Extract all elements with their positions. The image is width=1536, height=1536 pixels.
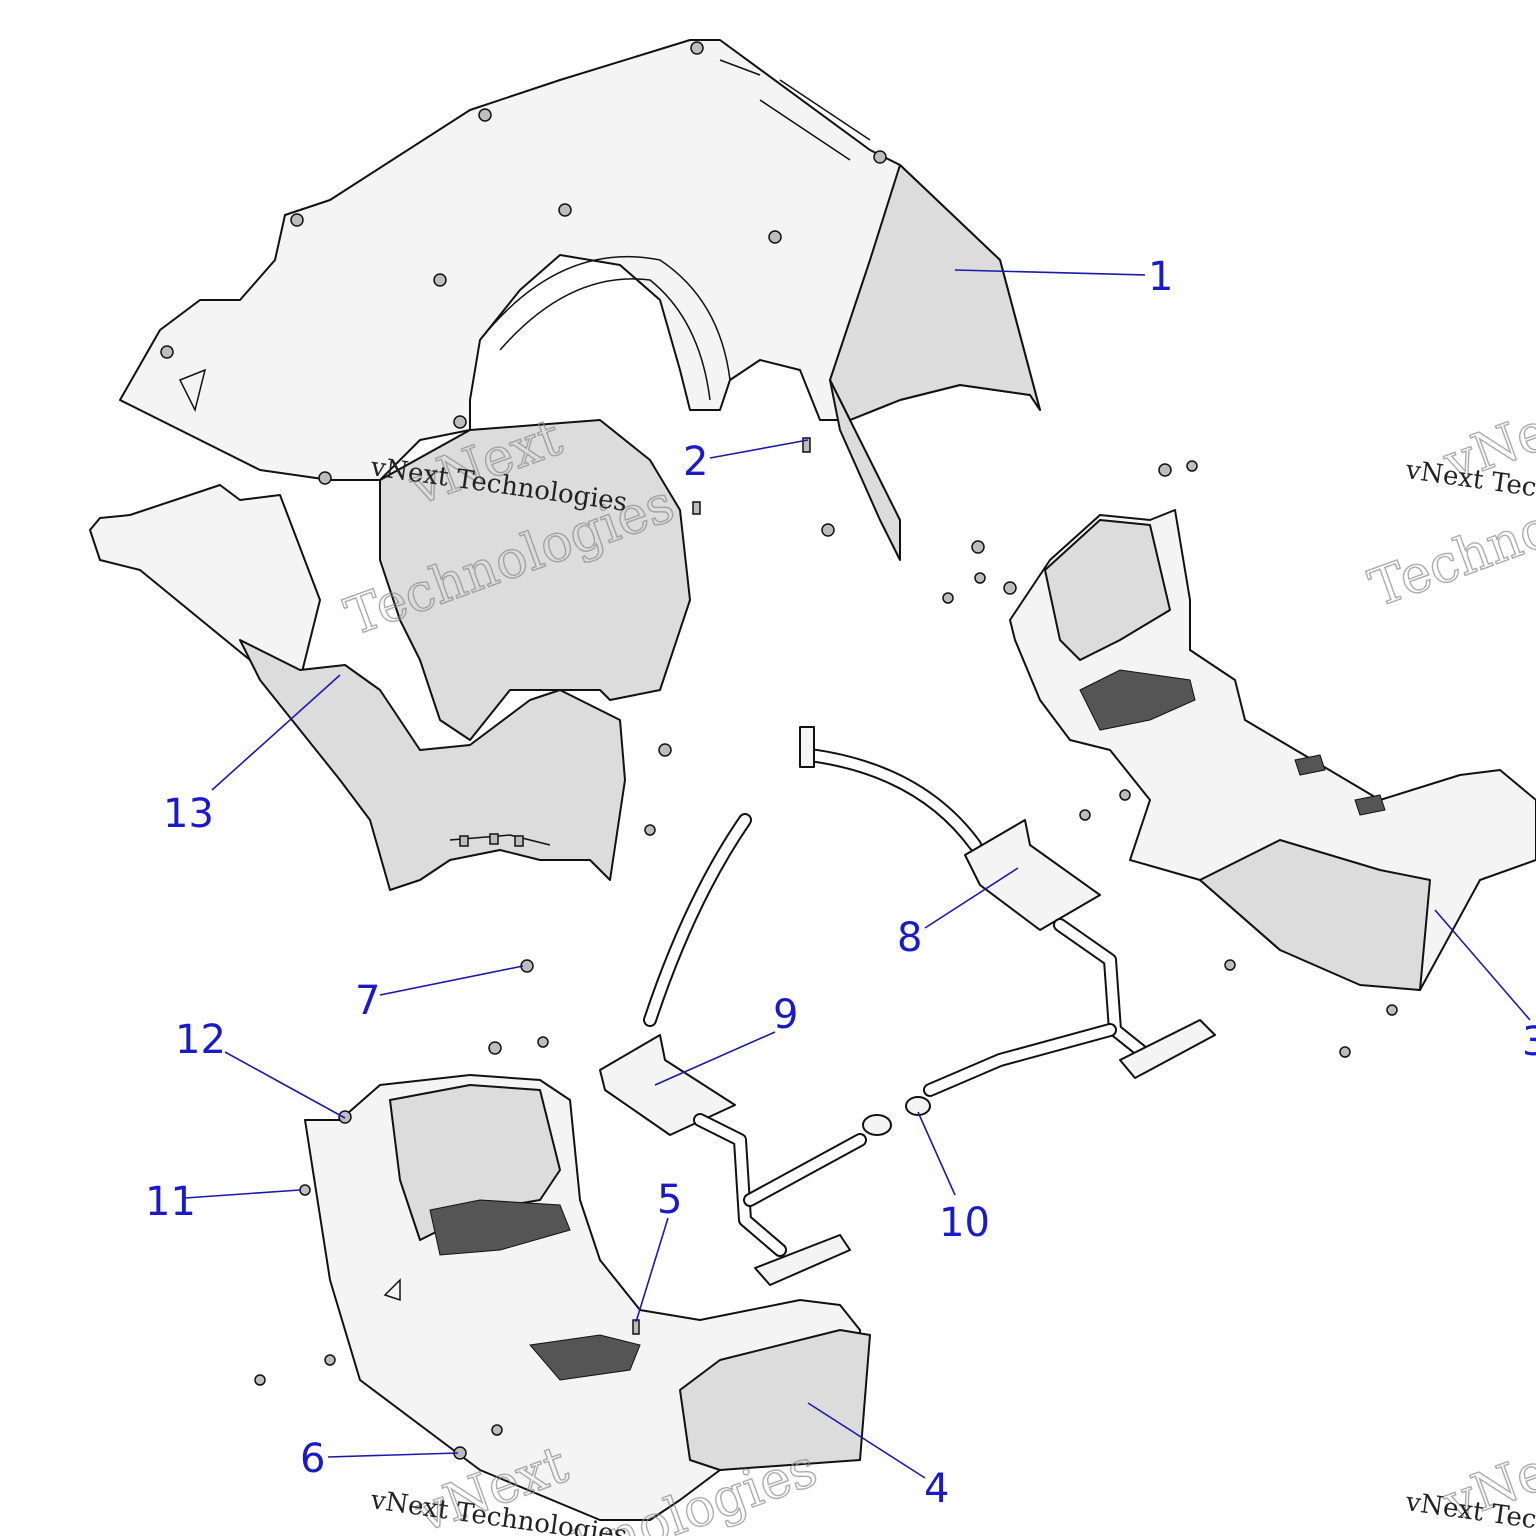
- callout-6: 6: [300, 1436, 325, 1482]
- leader-10: [917, 1111, 956, 1196]
- leader-1: [954, 269, 1146, 276]
- callout-4: 4: [924, 1466, 949, 1512]
- leader-lines: [184, 269, 1531, 1479]
- leader-13: [211, 674, 341, 791]
- callout-9: 9: [773, 992, 798, 1038]
- leader-6: [327, 1452, 459, 1458]
- leader-4: [807, 1402, 926, 1479]
- callout-2: 2: [683, 439, 708, 485]
- callout-1: 1: [1148, 254, 1173, 300]
- callout-8: 8: [897, 915, 922, 961]
- leader-7: [379, 965, 524, 996]
- part-4-left-footwell: [299, 1036, 871, 1521]
- callout-13: 13: [163, 791, 214, 837]
- part-13-side-panel: [89, 484, 626, 891]
- callout-labels: 1 2 3 4 5 6 7 8 9 10 11 12 13: [145, 254, 1536, 1512]
- callout-12: 12: [175, 1017, 226, 1063]
- leader-12: [224, 1051, 346, 1119]
- part-3-right-footwell: [1009, 460, 1536, 991]
- leader-11: [184, 1189, 301, 1199]
- leader-2: [709, 439, 809, 459]
- callout-10: 10: [939, 1200, 990, 1246]
- leader-9: [654, 1031, 776, 1086]
- callout-7: 7: [355, 978, 380, 1024]
- callout-5: 5: [657, 1177, 682, 1223]
- leader-3: [1434, 909, 1531, 1021]
- part-1-fender-top: [119, 39, 1041, 741]
- callout-3: 3: [1522, 1019, 1536, 1065]
- fasteners: [254, 437, 1398, 1460]
- part-10-bushings: [862, 1096, 931, 1136]
- leader-5: [635, 1217, 669, 1323]
- callout-11: 11: [145, 1179, 196, 1225]
- part-8-footrest-bracket: [799, 726, 1216, 1097]
- part-9-footrest-bracket: [599, 813, 867, 1286]
- leader-8: [924, 867, 1019, 929]
